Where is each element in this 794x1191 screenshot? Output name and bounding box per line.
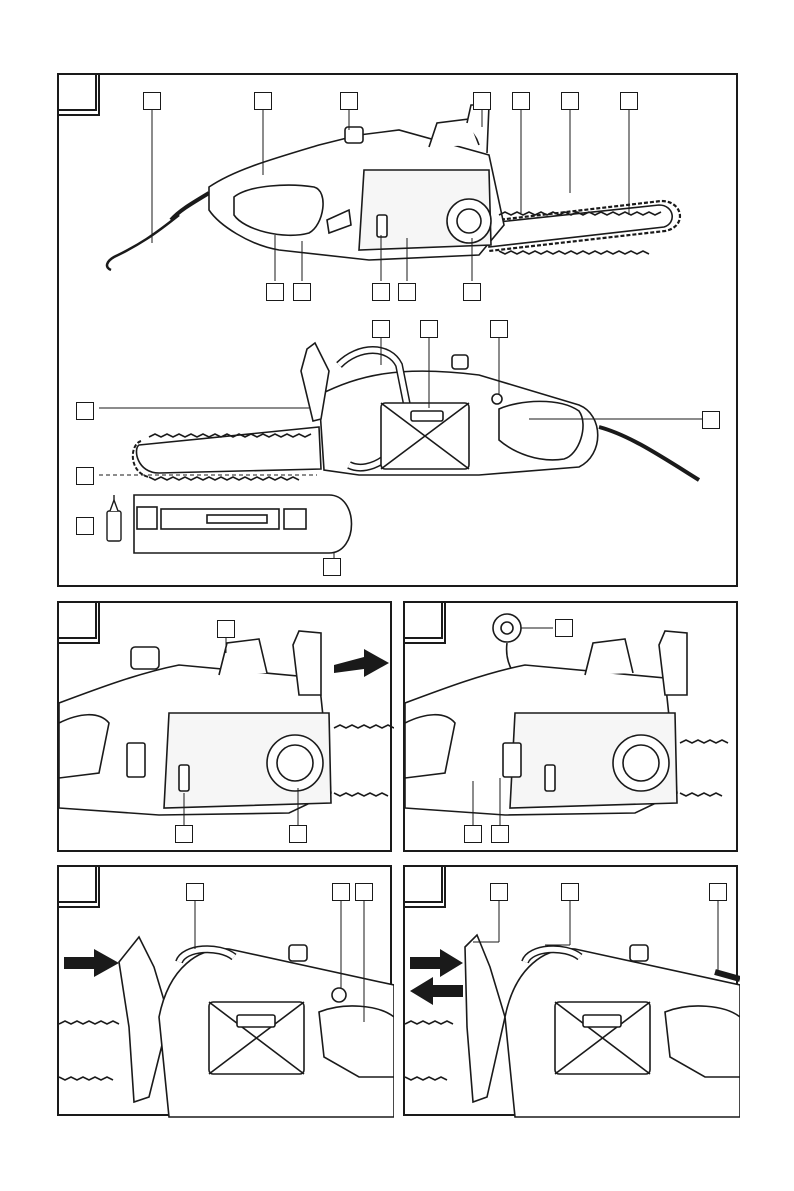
callout-box	[76, 517, 94, 535]
callout-box	[491, 825, 509, 843]
direction-arrow-icon	[410, 949, 463, 977]
callout-box	[620, 92, 638, 110]
callout-box	[323, 558, 341, 576]
figure-brake-release	[57, 601, 392, 852]
callout-box	[175, 825, 193, 843]
callout-box	[372, 320, 390, 338]
callout-box	[76, 467, 94, 485]
callout-box	[702, 411, 720, 429]
chainsaw-detail-icon	[405, 603, 740, 854]
callout-box	[463, 283, 481, 301]
callout-box	[490, 883, 508, 901]
chainsaw-detail-icon	[405, 867, 740, 1118]
callout-box	[186, 883, 204, 901]
callout-box	[143, 92, 161, 110]
callout-box	[254, 92, 272, 110]
callout-box	[289, 825, 307, 843]
oil-bottle-icon	[107, 495, 121, 541]
callout-box	[355, 883, 373, 901]
callout-box	[555, 619, 573, 637]
direction-arrow-icon	[64, 949, 119, 977]
direction-arrow-icon	[410, 977, 463, 1005]
callout-box	[266, 283, 284, 301]
callout-box	[561, 883, 579, 901]
callout-box	[490, 320, 508, 338]
callout-box	[473, 92, 491, 110]
chainsaw-side-view-icon	[59, 75, 740, 589]
callout-box	[293, 283, 311, 301]
figure-overview	[57, 73, 738, 587]
callout-box	[512, 92, 530, 110]
callout-box	[561, 92, 579, 110]
callout-box	[76, 402, 94, 420]
callout-box	[709, 883, 727, 901]
chainsaw-detail-icon	[59, 867, 394, 1118]
chainsaw-detail-icon	[59, 603, 394, 854]
figure-brake-engage	[57, 865, 392, 1116]
callout-box	[398, 283, 416, 301]
callout-box	[372, 283, 390, 301]
figure-oil-fill	[403, 601, 738, 852]
callout-box	[340, 92, 358, 110]
callout-box	[217, 620, 235, 638]
callout-box	[464, 825, 482, 843]
callout-box	[420, 320, 438, 338]
direction-arrow-icon	[334, 649, 389, 677]
figure-brake-test	[403, 865, 738, 1116]
callout-box	[332, 883, 350, 901]
